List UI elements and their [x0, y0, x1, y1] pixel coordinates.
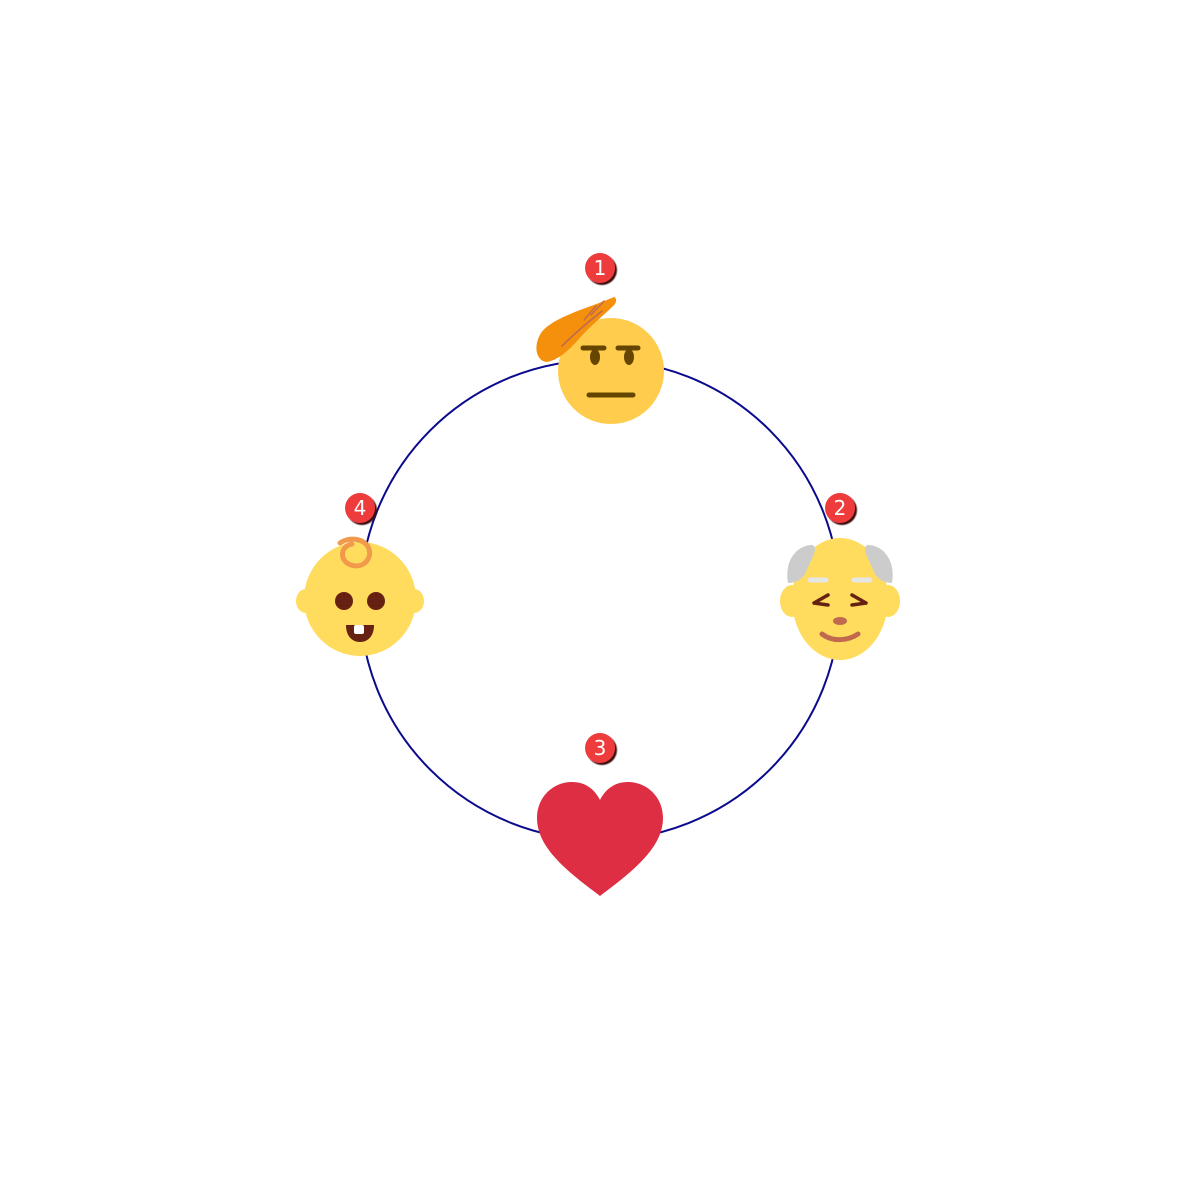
step-badge-1-label: 1 — [594, 256, 607, 280]
cycle-node-4: 4 — [296, 493, 424, 656]
cycle-node-1: 1 — [536, 253, 664, 424]
step-badge-1: 1 — [585, 253, 615, 283]
step-badge-2-label: 2 — [834, 496, 847, 520]
step-badge-2: 2 — [825, 493, 855, 523]
red-heart-icon — [537, 782, 663, 896]
baby-icon — [296, 536, 424, 656]
step-badge-3: 3 — [585, 733, 615, 763]
cycle-node-3: 3 — [537, 733, 663, 896]
step-badge-3-label: 3 — [594, 736, 607, 760]
step-badge-4: 4 — [345, 493, 375, 523]
saluting-face-icon — [536, 297, 664, 424]
old-man-icon — [780, 538, 900, 660]
cycle-ring — [359, 359, 841, 841]
step-badge-4-label: 4 — [354, 496, 367, 520]
cycle-node-2: 2 — [780, 493, 900, 660]
